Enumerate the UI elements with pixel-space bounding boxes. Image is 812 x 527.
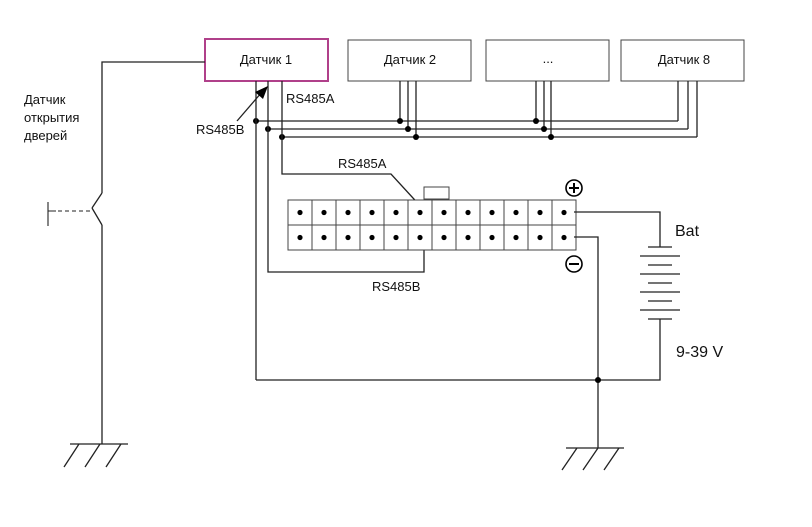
plus-terminal-icon	[565, 179, 583, 197]
connector-pin	[369, 209, 375, 216]
door-switch-lever	[91, 192, 103, 209]
return-wire	[256, 325, 661, 381]
connector-pin	[537, 209, 543, 216]
rs485b-bottom-label: RS485B	[372, 279, 420, 294]
connector-cell	[431, 199, 457, 226]
connector-pin	[561, 209, 567, 216]
battery-label: Bat	[675, 223, 700, 240]
door-switch	[47, 61, 205, 444]
connector-pin	[465, 234, 471, 241]
connector-pin	[513, 234, 519, 241]
connector-pin	[465, 209, 471, 216]
sensor-1-box: Датчик 1	[204, 38, 329, 82]
connector-pin	[345, 209, 351, 216]
ground-right-icon	[561, 447, 624, 471]
connector-pin	[537, 234, 543, 241]
sensor-8-label: Датчик 8	[658, 52, 710, 67]
connector-latch	[423, 186, 450, 200]
door-switch-actuator	[47, 202, 56, 226]
sensor-2-label: Датчик 2	[384, 52, 436, 67]
connector-pin	[321, 234, 327, 241]
minus-terminal-icon	[565, 255, 583, 273]
connector-block	[287, 186, 577, 251]
connector-pin	[441, 209, 447, 216]
ground-left-icon	[63, 443, 128, 468]
rs485a-wire	[281, 81, 425, 211]
connector-pin	[489, 234, 495, 241]
door-switch-contact	[91, 207, 103, 226]
battery-wiring	[256, 211, 661, 448]
sensor-8-box: Датчик 8	[620, 39, 745, 82]
rs485-bus	[253, 81, 698, 140]
connector-pin	[513, 209, 519, 216]
plus-wire	[574, 211, 661, 247]
connector-pins	[287, 199, 577, 251]
sensor-ellipsis-label: ...	[543, 51, 554, 66]
connector-pin	[489, 209, 495, 216]
battery-voltage-label: 9-39 V	[676, 344, 723, 361]
battery-icon	[640, 246, 680, 325]
rs485a-mid-label: RS485A	[338, 156, 387, 171]
rs485b-arrow-icon	[236, 86, 268, 122]
connector-pin	[297, 234, 303, 241]
connector-pin	[417, 234, 423, 241]
door-switch-top-wire	[101, 61, 205, 193]
connector-pin	[561, 234, 567, 241]
connector-pin	[417, 209, 423, 216]
connector-pin	[321, 209, 327, 216]
connector-pin	[393, 209, 399, 216]
rs485a-top-label: RS485A	[286, 91, 335, 106]
rs485b-wire	[267, 81, 425, 273]
sensor-1-wires	[255, 81, 425, 380]
door-sensor-label-line2: открытия	[24, 110, 79, 125]
door-sensor-label-line1: Датчик	[24, 92, 66, 107]
connector-pin	[393, 234, 399, 241]
door-sensor-label-line3: дверей	[24, 128, 67, 143]
connector-pin	[297, 209, 303, 216]
connector-pin	[345, 234, 351, 241]
sensor-1-label: Датчик 1	[240, 52, 292, 67]
sensor-2-box: Датчик 2	[347, 39, 472, 82]
connector-pin	[369, 234, 375, 241]
rs485b-top-label: RS485B	[196, 122, 244, 137]
sensor-ellipsis-box: ...	[485, 39, 610, 82]
door-sensor-label: Датчик открытия дверей	[24, 92, 79, 143]
connector-pin	[441, 234, 447, 241]
